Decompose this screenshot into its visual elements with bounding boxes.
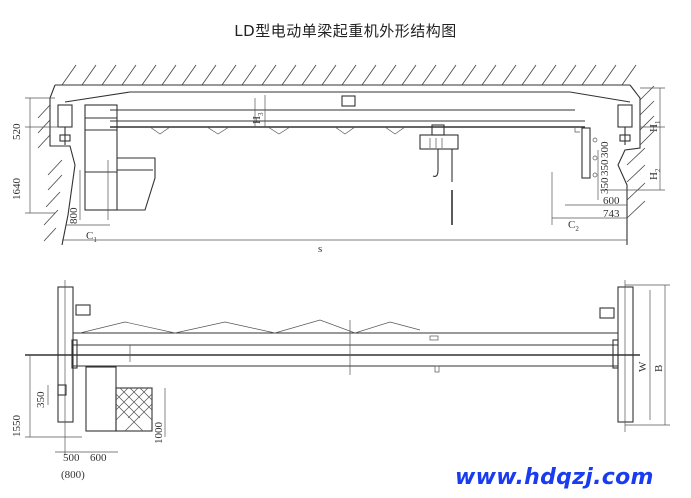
dim-span: s	[318, 243, 322, 255]
dim-1000: 1000	[153, 422, 165, 445]
dim-300: 300	[599, 141, 611, 158]
dim-350: 350	[35, 391, 47, 408]
dim-500: 500	[63, 452, 80, 464]
dim-b: B	[653, 365, 665, 372]
dim-1550: 1550	[11, 415, 23, 438]
left-wall	[37, 84, 76, 246]
top-dimensions	[25, 284, 670, 453]
dim-1640: 1640	[11, 178, 23, 201]
dim-600-top: 600	[90, 452, 107, 464]
dim-w: W	[637, 361, 649, 372]
electric-hoist	[419, 124, 459, 225]
dim-743: 743	[603, 208, 620, 220]
bridge-girder	[64, 91, 631, 135]
main-girder-top	[25, 319, 640, 375]
dim-350-b: 350	[599, 177, 611, 194]
dim-c2: C2	[568, 219, 579, 233]
cabin-top	[85, 366, 153, 432]
right-end-beam-top	[599, 280, 634, 432]
left-end-beam-top	[57, 280, 91, 455]
drawing-title: LD型电动单梁起重机外形结构图	[234, 22, 457, 40]
dim-h1: H1	[648, 120, 662, 132]
left-end-carriage	[57, 104, 73, 145]
front-dimensions	[25, 87, 665, 241]
dim-800-paren: (800)	[61, 469, 85, 481]
dim-800: 800	[68, 207, 80, 224]
dim-h2: H2	[648, 168, 662, 180]
dim-h3: H3	[251, 112, 265, 124]
dim-350-a: 350	[599, 159, 611, 176]
dim-600: 600	[603, 195, 620, 207]
right-end-carriage	[617, 104, 633, 145]
right-wall	[617, 84, 655, 245]
dim-520: 520	[11, 123, 23, 140]
operator-cabin	[84, 104, 156, 220]
right-conductor-bracket	[574, 127, 598, 179]
ceiling-hatch	[55, 64, 637, 86]
watermark-url: www.hdqzj.com	[455, 465, 654, 490]
dim-c1: C1	[86, 230, 97, 244]
